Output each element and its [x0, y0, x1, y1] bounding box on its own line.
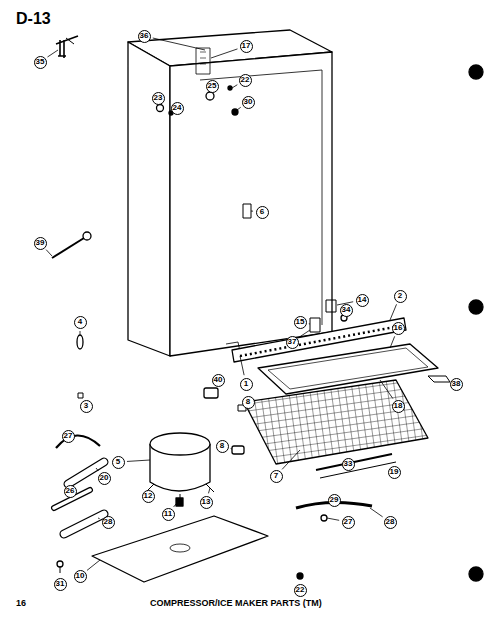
- page-title: D-13: [16, 10, 51, 28]
- callout-number: 28: [384, 516, 397, 529]
- leader-line: [153, 38, 205, 50]
- leader-line: [237, 107, 241, 110]
- callout-number: 12: [142, 490, 155, 503]
- callout-number: 39: [34, 237, 47, 250]
- leader-line: [390, 336, 395, 348]
- callout-number: 14: [356, 294, 369, 307]
- leader-line: [282, 450, 300, 469]
- leader-line: [174, 504, 176, 507]
- callout-number: 22: [294, 584, 307, 597]
- callout-number: 27: [62, 430, 75, 443]
- callout-number: 22: [239, 74, 252, 87]
- leader-line: [251, 211, 253, 212]
- page-number: 16: [16, 598, 26, 608]
- leader-line: [240, 356, 244, 375]
- callout-number: 35: [34, 56, 47, 69]
- leader-line: [87, 560, 100, 570]
- callout-number: 13: [200, 496, 213, 509]
- callout-number: 16: [392, 322, 405, 335]
- leader-line: [211, 49, 237, 58]
- callout-number: 10: [74, 570, 87, 583]
- callout-number: 37: [286, 336, 299, 349]
- callout-number: 33: [342, 458, 355, 471]
- callout-number: 8: [216, 440, 229, 453]
- callout-number: 40: [212, 374, 225, 387]
- callout-number: 18: [392, 400, 405, 413]
- leader-line: [327, 518, 339, 520]
- callout-number: 5: [112, 456, 125, 469]
- leader-line: [232, 85, 237, 88]
- callout-number: 38: [450, 378, 463, 391]
- callout-number: 4: [74, 316, 87, 329]
- leader-line: [231, 448, 232, 449]
- callout-number: 19: [388, 466, 401, 479]
- leader-line: [299, 330, 310, 337]
- callout-number: 7: [270, 470, 283, 483]
- callout-number: 31: [54, 578, 67, 591]
- leader-line: [46, 250, 52, 256]
- leader-line: [309, 323, 310, 324]
- callout-number: 11: [162, 508, 175, 521]
- callout-number: 30: [242, 96, 255, 109]
- callout-number: 24: [171, 102, 184, 115]
- leader-line: [208, 488, 210, 493]
- leader-line: [98, 518, 100, 520]
- callout-number: 36: [138, 30, 151, 43]
- leader-line: [390, 304, 397, 320]
- callout-number: 15: [294, 316, 307, 329]
- leader-line: [380, 380, 393, 399]
- leader-line: [127, 460, 150, 461]
- callout-number: 2: [394, 290, 407, 303]
- leader-line: [80, 331, 81, 335]
- callout-number: 34: [340, 304, 353, 317]
- caption: COMPRESSOR/ICE MAKER PARTS (TM): [150, 598, 322, 608]
- leader-line: [370, 508, 383, 517]
- callout-number: 27: [342, 516, 355, 529]
- callout-number: 3: [80, 400, 93, 413]
- callout-number: 25: [206, 80, 219, 93]
- leader-line: [47, 50, 58, 57]
- callout-number: 8: [242, 396, 255, 409]
- callout-number: 17: [240, 40, 253, 53]
- callout-number: 23: [152, 92, 165, 105]
- callout-number: 6: [256, 206, 269, 219]
- callout-number: 28: [102, 516, 115, 529]
- callout-number: 26: [64, 485, 77, 498]
- callout-number: 1: [240, 378, 253, 391]
- callout-number: 20: [98, 472, 111, 485]
- leader-line: [96, 468, 98, 471]
- callout-number: 29: [328, 494, 341, 507]
